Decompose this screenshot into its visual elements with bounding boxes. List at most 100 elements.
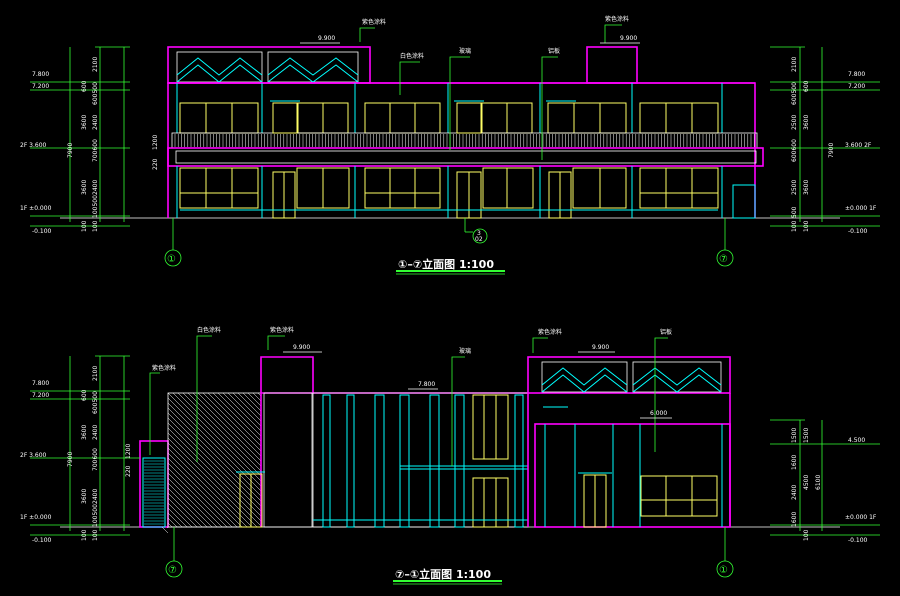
leader-label: 铝板 [548, 47, 560, 55]
dim-label: 2400 [92, 180, 99, 195]
dim-label: 600500 [92, 391, 99, 414]
dim-label: 500 [791, 206, 798, 218]
dim-label: 700600 [92, 139, 99, 162]
leader-label: 白色涂料 [197, 326, 221, 334]
axis-label: ⑦ [719, 254, 728, 265]
dim-label: 2500 [791, 115, 798, 130]
dim-label: 2100 [92, 57, 99, 72]
dim-label: 1200 [152, 135, 159, 150]
tower-outline [260, 356, 314, 527]
dim-label: 100500 [92, 195, 99, 218]
dim-label: 100 [803, 529, 810, 541]
leader-label: 紫色涂料 [605, 15, 629, 23]
dim-label: 100 [92, 220, 99, 232]
roof-level-label: 9.900 [318, 35, 335, 42]
dim-label: 2400 [92, 489, 99, 504]
level-label: 7.800 [848, 71, 865, 78]
dim-label: 700600 [92, 448, 99, 471]
railing-bars [174, 134, 755, 147]
right-block-columns [544, 424, 723, 527]
dim-label: 2400 [791, 485, 798, 500]
dim-label: 100 [81, 220, 88, 232]
leader-label: 白色涂料 [400, 52, 424, 60]
left-dims-2 [30, 355, 140, 536]
stair-lines [144, 460, 164, 525]
drawing-title-2: ⑦–①立面图 1:100 [395, 567, 491, 581]
level-label: -0.100 [32, 537, 52, 544]
level-label: 6.000 [650, 410, 667, 417]
window-right [640, 475, 718, 517]
dim-label: 100500 [92, 504, 99, 527]
dim-label: 1600 [791, 512, 798, 527]
wall-hatching [161, 392, 262, 534]
ground-windows [179, 167, 719, 209]
dim-label: 600 [81, 80, 88, 92]
elevation-1: 紫色涂料 白色涂料 玻璃 铝板 紫色涂料 9.900 9.900 3 02 [20, 15, 880, 275]
left-wing [139, 440, 169, 528]
dim-label: 100 [803, 220, 810, 232]
dim-label: 7900 [67, 143, 74, 158]
dim-label: 600600 [791, 139, 798, 162]
dim-label: 2100 [92, 366, 99, 381]
level-label: -0.100 [32, 228, 52, 235]
dim-label: 220 [152, 158, 159, 170]
dim-label: 100 [92, 529, 99, 541]
left-wing-stair [142, 457, 166, 528]
upper-windows [179, 102, 719, 134]
dim-label: 100 [791, 220, 798, 232]
dim-label: 3600 [81, 180, 88, 195]
section-marker-number: 3 [477, 230, 481, 237]
section-marker [472, 228, 488, 244]
level-label: 7.200 [32, 392, 49, 399]
roof-trusses [176, 51, 359, 83]
dim-label: 1600 [791, 455, 798, 470]
axis-bubble-right [716, 560, 734, 578]
roof-level-label: 9.900 [293, 344, 310, 351]
level-label: 7.200 [848, 83, 865, 90]
floor-slab [167, 147, 764, 167]
dim-label: 2100 [791, 57, 798, 72]
level-label: 2F 3.600 [20, 452, 47, 459]
level-label: 3.600 2F [845, 142, 872, 149]
dim-label: 3600 [81, 425, 88, 440]
dim-label: 1500 [803, 428, 810, 443]
dim-label: 100 [81, 529, 88, 541]
dim-label: 2500 [791, 180, 798, 195]
level-label: 1F ±0.000 [20, 205, 52, 212]
right-dims-1 [770, 46, 880, 227]
leader-label: 紫色涂料 [152, 364, 176, 372]
roof-level-label: 9.900 [592, 344, 609, 351]
dim-label: 2400 [92, 425, 99, 440]
level-label: 4.500 [848, 437, 865, 444]
roof-box-right [586, 46, 638, 84]
level-label: 1F ±0.000 [20, 514, 52, 521]
elevation-2: 紫色涂料 白色涂料 紫色涂料 玻璃 紫色涂料 铝板 9.900 9.900 7.… [20, 326, 880, 585]
dim-label: 3600 [803, 115, 810, 130]
level-label: -0.100 [848, 537, 868, 544]
level-label: 7.800 [32, 71, 49, 78]
dim-label: 7900 [67, 452, 74, 467]
leader-label: 玻璃 [459, 47, 471, 55]
dim-label: 6100 [815, 475, 822, 490]
dim-label: 600500 [92, 82, 99, 105]
level-label: -0.100 [848, 228, 868, 235]
axis-label: ⑦ [168, 565, 177, 576]
leader-label: 紫色涂料 [362, 18, 386, 26]
axis-bubble-right [716, 249, 734, 267]
level-label: 7.800 [32, 380, 49, 387]
dim-label: 600500 [791, 82, 798, 105]
level-label: 2F 3.600 [20, 142, 47, 149]
dim-label: 4500 [803, 475, 810, 490]
level-label: ±0.000 1F [845, 514, 877, 521]
dim-label: 220 [125, 465, 132, 477]
roof-level-label: 9.900 [620, 35, 637, 42]
dim-label: 1200 [125, 444, 132, 459]
columns-lower [176, 166, 723, 218]
right-dims-2 [770, 419, 880, 536]
columns-upper [176, 83, 723, 133]
dim-label: 2400 [92, 115, 99, 130]
section-marker-sheet: 02 [475, 236, 483, 243]
axis-bubble-left [165, 560, 183, 578]
level-label: 7.800 [418, 381, 435, 388]
